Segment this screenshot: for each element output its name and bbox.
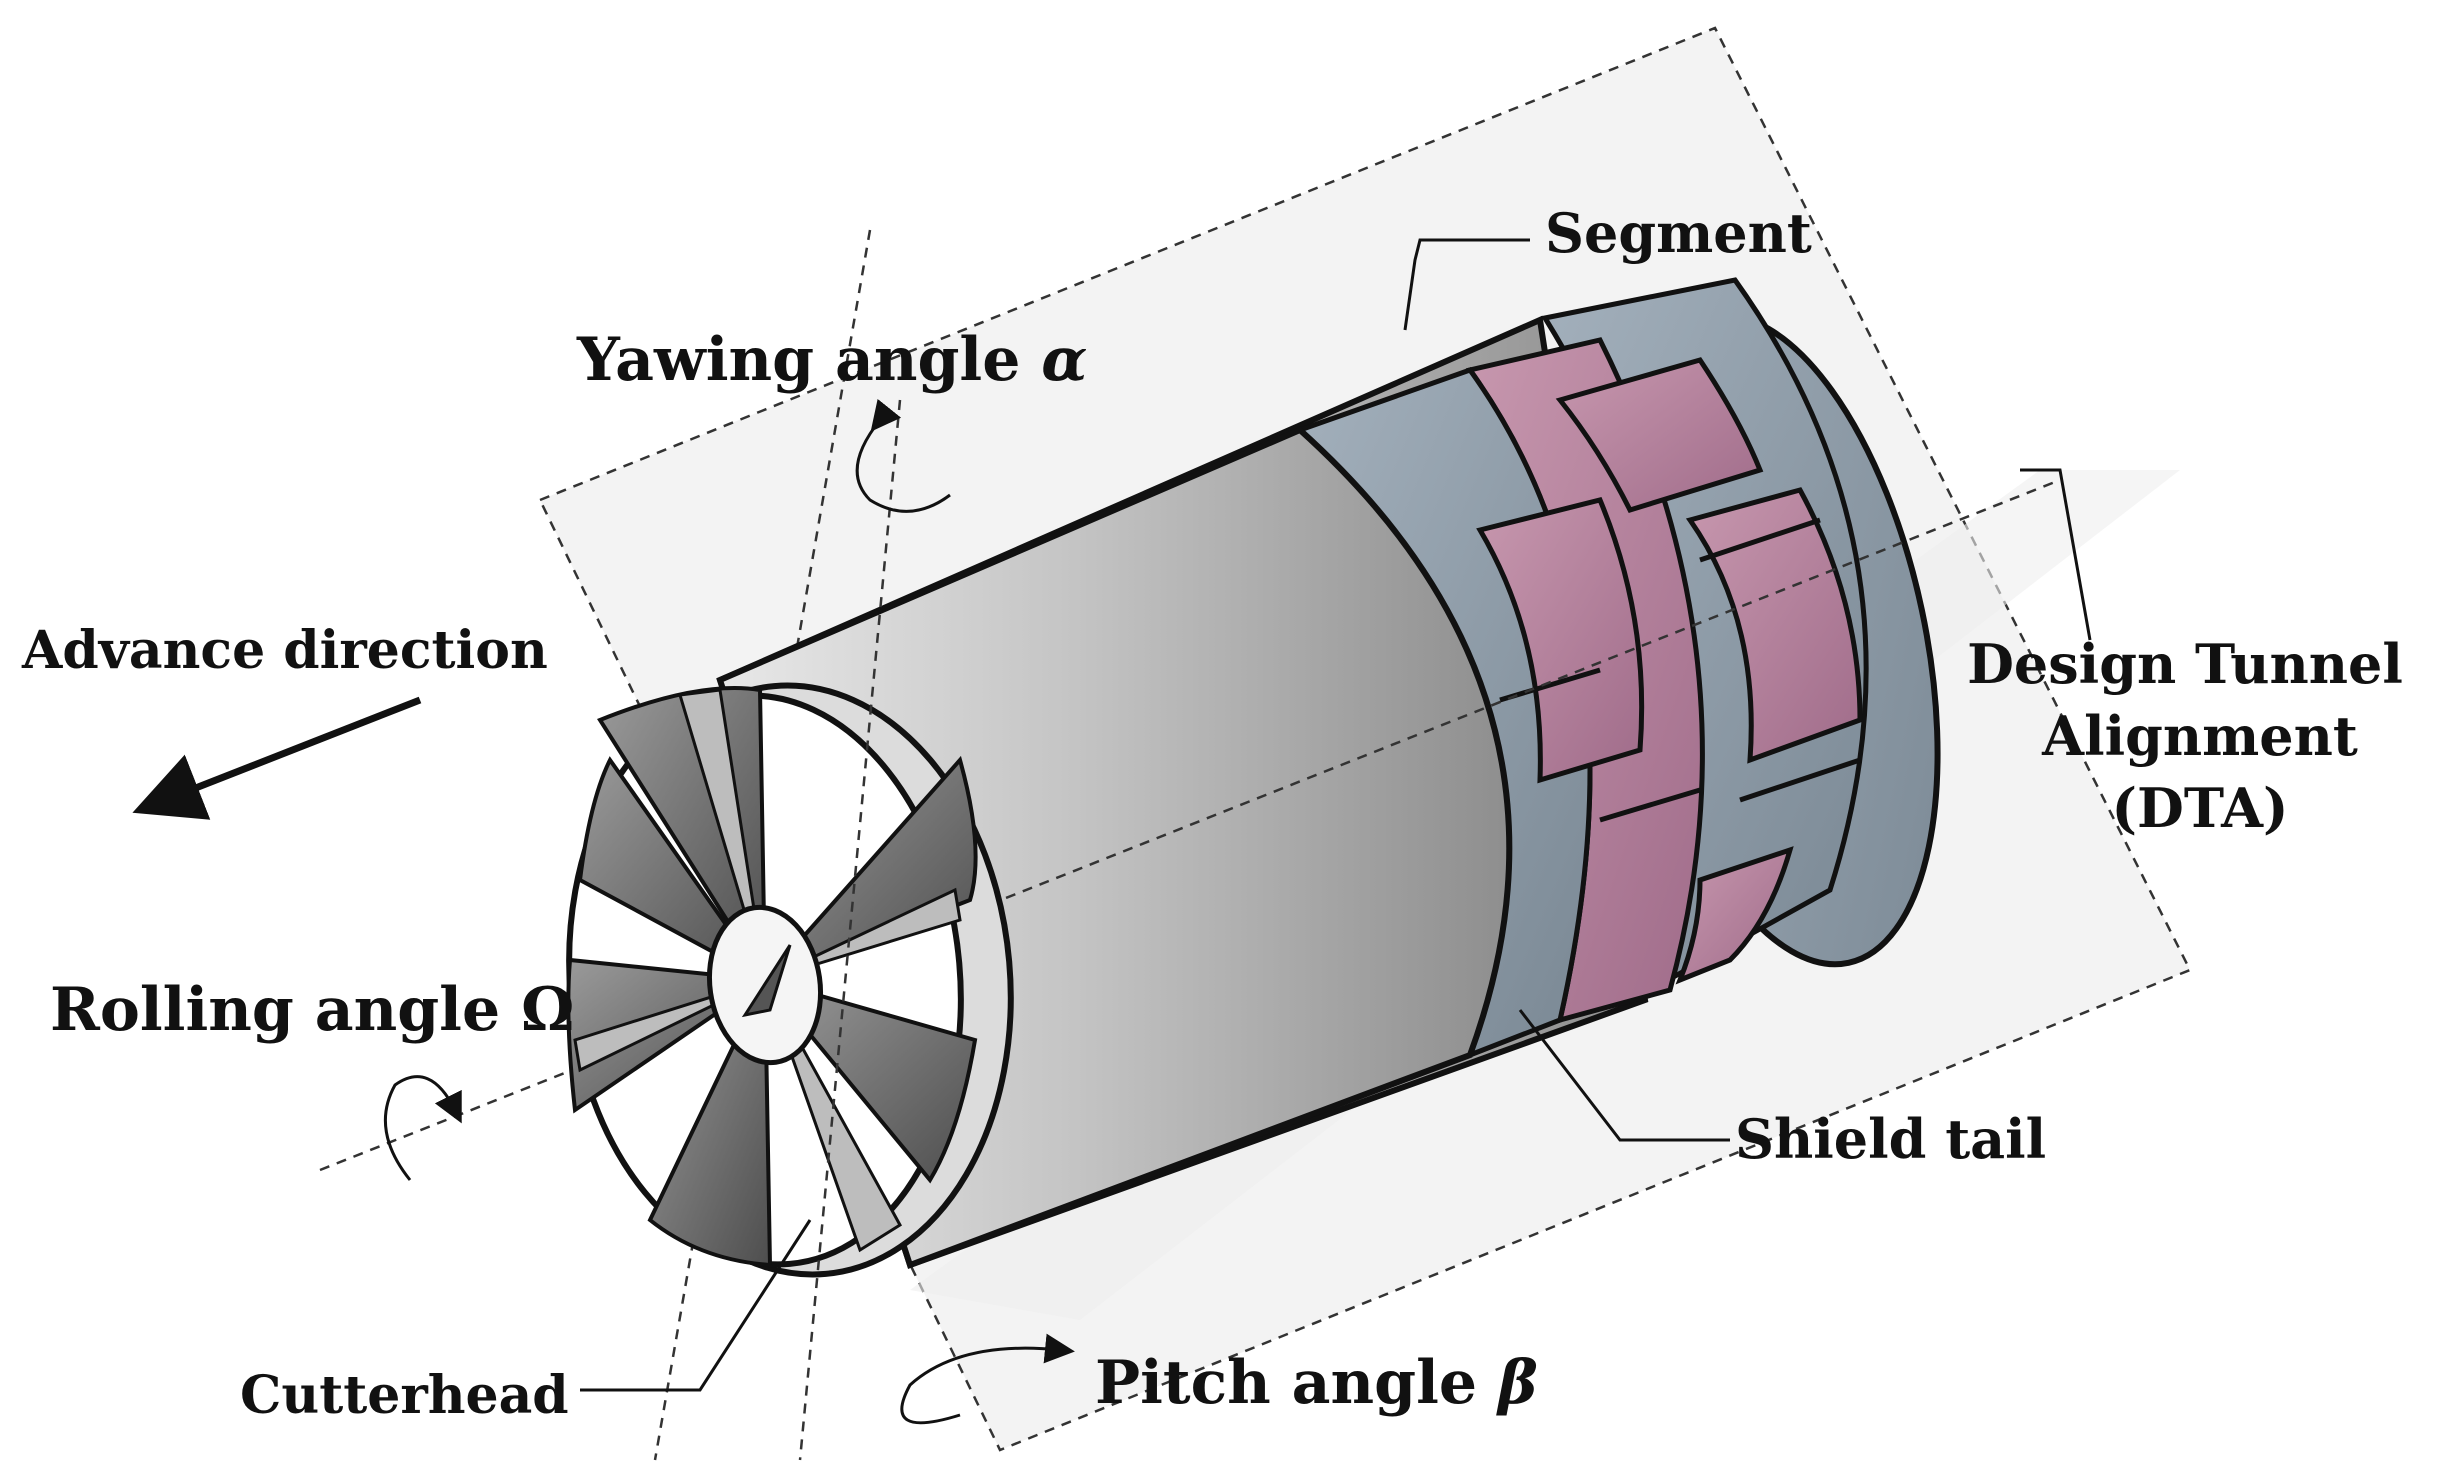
segment-leader (1403, 238, 1530, 331)
cutterhead-leader (580, 1219, 812, 1392)
advance-direction-label: Advance direction (21, 620, 548, 681)
pitch-angle-label: Pitch angle β (1095, 1348, 1538, 1418)
pitch-symbol: β (1496, 1348, 1538, 1418)
dta-label-line2: Alignment (2041, 704, 2358, 768)
pitch-rotation-arc (900, 1333, 1075, 1425)
shield-tail-label: Shield tail (1735, 1107, 2046, 1171)
rolling-text: Rolling angle (50, 975, 521, 1045)
yawing-text: Yawing angle (576, 325, 1041, 395)
advance-arrow (132, 696, 422, 820)
pitch-text: Pitch angle (1095, 1348, 1498, 1418)
dta-leader (2020, 468, 2092, 641)
yaw-axis (798, 399, 902, 1461)
segment-rings (1295, 277, 1941, 1060)
rolling-symbol: Ω (521, 975, 574, 1045)
roll-rotation-arc (383, 1075, 462, 1181)
yawing-symbol: α (1041, 325, 1087, 395)
yawing-angle-label: Yawing angle α (576, 325, 1087, 395)
cutterhead-label: Cutterhead (240, 1365, 569, 1426)
cutterhead-face (566, 686, 978, 1268)
shield-tail-leader (1518, 1009, 1730, 1142)
dta-label-line1: Design Tunnel (1967, 632, 2403, 696)
yaw-rotation-arc (855, 398, 951, 513)
rolling-angle-label: Rolling angle Ω (50, 975, 574, 1045)
dta-label-line3: (DTA) (2111, 776, 2288, 840)
segment-label: Segment (1545, 201, 1812, 265)
